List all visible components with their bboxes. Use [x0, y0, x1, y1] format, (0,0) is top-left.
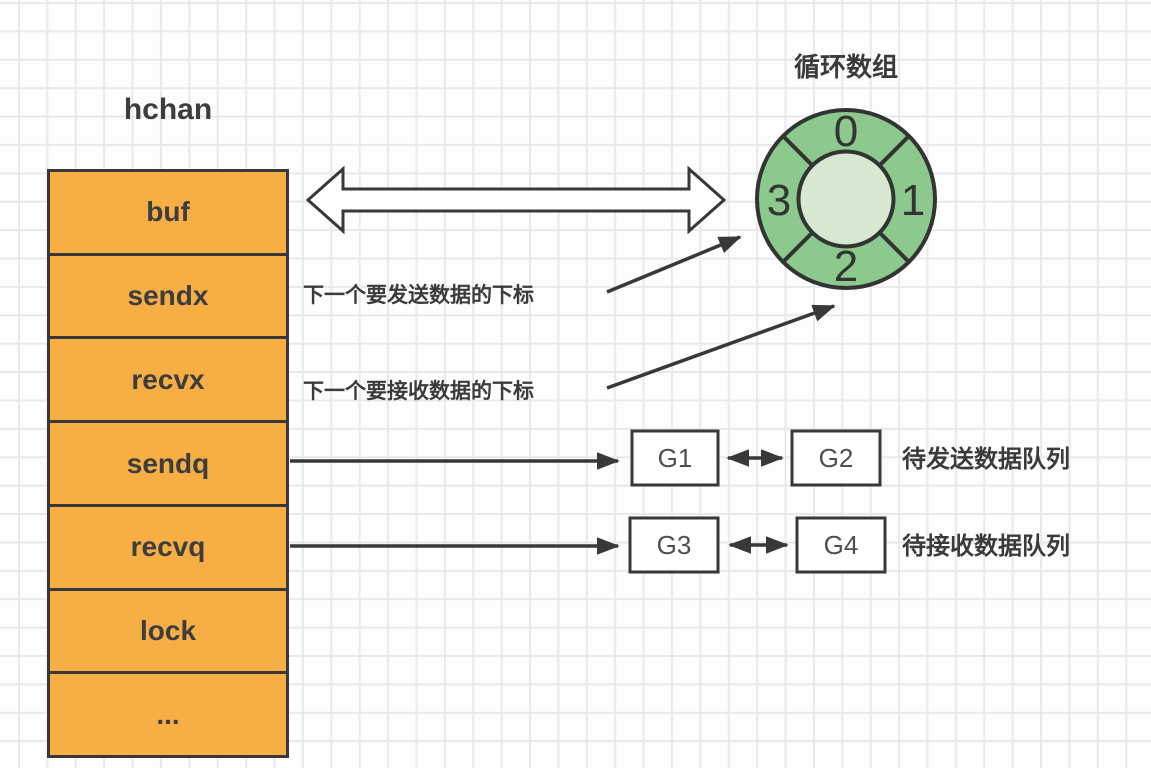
- g4-label: G4: [824, 530, 859, 560]
- ring-divider-se: [878, 231, 911, 264]
- g3-box: [628, 516, 720, 574]
- hchan-row-sendx: sendx: [50, 252, 286, 337]
- recvx-annotation: 下一个要接收数据的下标: [303, 379, 534, 403]
- sendx-pointer-arrow-icon: [606, 235, 742, 294]
- ring-divider-sw: [781, 231, 814, 264]
- ring-slot-label-3: 3: [767, 176, 791, 225]
- sendx-annotation: 下一个要发送数据的下标: [303, 283, 534, 307]
- circular-array-title: 循环数组: [794, 52, 898, 82]
- g2-label: G2: [819, 443, 854, 473]
- ring-slot-label-2: 2: [834, 242, 858, 291]
- g3-label: G3: [657, 530, 692, 560]
- hchan-struct-table: buf sendx recvx sendq recvq lock ...: [47, 169, 289, 758]
- hchan-title: hchan: [123, 93, 213, 126]
- hchan-row-more: ...: [50, 671, 286, 755]
- ring-slot-label-1: 1: [901, 176, 925, 225]
- hchan-row-buf: buf: [146, 196, 190, 228]
- circular-array-ring: 0 1 2 3: [755, 107, 937, 291]
- hchan-row-lock: lock: [50, 587, 286, 672]
- recv-queue-label: 待接收数据队列: [902, 533, 1070, 560]
- hchan-row-sendq: sendq: [50, 420, 286, 504]
- recvx-pointer-arrow-icon: [606, 304, 836, 390]
- g1-box: [630, 429, 720, 487]
- ring-divider-ne: [878, 134, 911, 167]
- g2-box: [790, 429, 882, 487]
- g1-label: G1: [658, 443, 693, 473]
- hchan-row-recvx: recvx: [50, 336, 286, 420]
- ring-divider-nw: [781, 134, 814, 167]
- g4-box: [795, 516, 887, 574]
- ring-slot-label-0: 0: [834, 107, 858, 156]
- hchan-row-recvq: recvq: [50, 503, 286, 588]
- send-queue-label: 待发送数据队列: [902, 445, 1070, 473]
- ring-inner-circle: [796, 149, 896, 249]
- buf-ring-double-arrow-icon: [305, 165, 727, 235]
